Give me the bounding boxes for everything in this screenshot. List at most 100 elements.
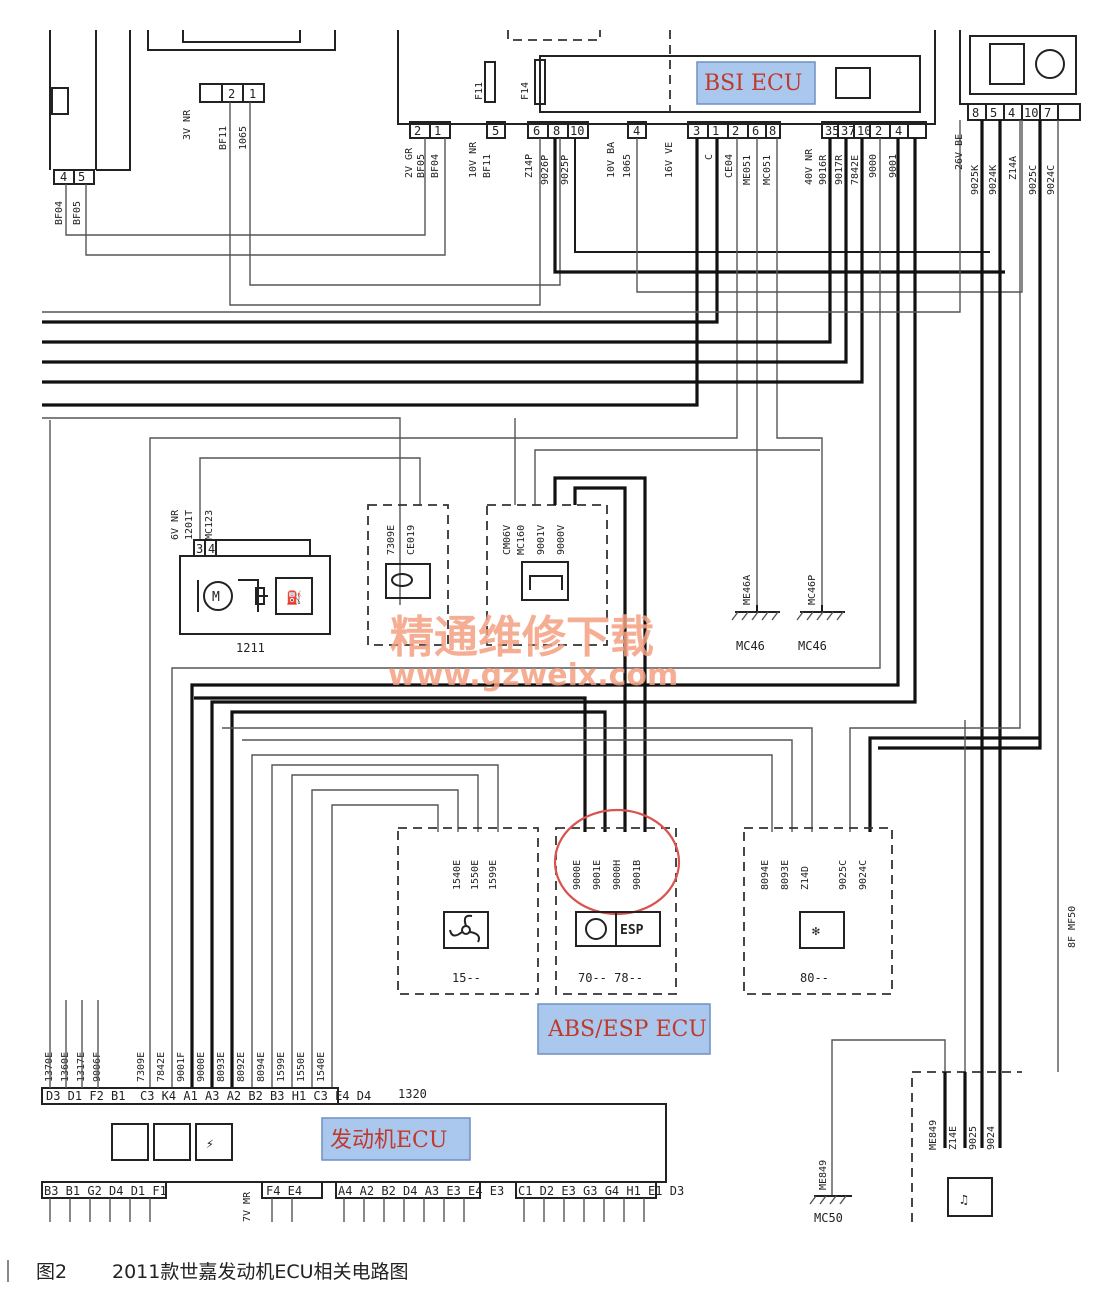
svg-text:MC051: MC051 [762,155,773,185]
climate-module: ✻ 8094E 8093E Z14D 9025C 9024C 80-- [743,827,893,995]
injector-icon [153,1123,191,1161]
svg-text:9001: 9001 [888,154,899,178]
svg-text:1540E: 1540E [452,860,463,890]
svg-text:2: 2 [875,124,882,138]
svg-text:15--: 15-- [452,971,481,985]
svg-text:10: 10 [857,124,871,138]
svg-text:3: 3 [693,124,700,138]
svg-text:5: 5 [492,124,499,138]
svg-text:1599E: 1599E [488,860,499,890]
snowflake-icon [799,911,845,949]
svg-text:1: 1 [434,124,441,138]
svg-text:9025C: 9025C [1028,165,1039,195]
svg-text:1201T: 1201T [184,510,195,540]
svg-text:5: 5 [990,106,997,120]
engine-bus [194,696,813,1088]
figure-number: 图2 [36,1261,67,1283]
svg-text:F4 E4: F4 E4 [266,1184,302,1198]
svg-text:9024K: 9024K [988,165,999,195]
svg-text:7V MR: 7V MR [242,1191,253,1222]
figure-caption: 2011款世嘉发动机ECU相关电路图 [112,1261,409,1283]
svg-text:2: 2 [414,124,421,138]
svg-text:26V BE: 26V BE [954,134,965,170]
bsi-ecu-label: BSI ECU [704,71,802,96]
svg-text:7: 7 [1044,106,1051,120]
svg-text:9000E: 9000E [196,1052,207,1082]
svg-text:10V BA: 10V BA [606,142,617,178]
svg-text:9017R: 9017R [834,154,845,185]
svg-text:4: 4 [633,124,640,138]
svg-text:1065: 1065 [622,154,633,178]
svg-text:70-- 78--: 70-- 78-- [578,971,643,985]
svg-text:C3 K4 A1 A3 A2 B2 B3 H1 C3 E4: C3 K4 A1 A3 A2 B2 B3 H1 C3 E4 D4 [140,1089,371,1103]
svg-text:Z14P: Z14P [524,154,535,178]
svg-text:ME051: ME051 [742,155,753,185]
svg-text:1065: 1065 [238,126,249,150]
svg-text:1599E: 1599E [276,1052,287,1082]
svg-text:2: 2 [732,124,739,138]
engine-ecu-label: 发动机ECU [330,1128,447,1153]
svg-text:ME46A: ME46A [742,575,753,605]
svg-text:MC46: MC46 [798,639,827,653]
svg-text:ESP: ESP [620,923,644,938]
svg-text:9000E: 9000E [572,860,583,890]
svg-text:8: 8 [553,124,560,138]
top-left-module-frame [147,30,336,51]
svg-text:⛽: ⛽ [286,590,302,606]
svg-text:C1 D2 E3 G3 G4 H1 E1 D3: C1 D2 E3 G3 G4 H1 E1 D3 [518,1184,684,1198]
svg-text:8093E: 8093E [216,1052,227,1082]
svg-text:10: 10 [570,124,584,138]
svg-text:9025: 9025 [968,1126,979,1150]
svg-text:1550E: 1550E [470,860,481,890]
bsi-ecu-label-box [696,61,816,105]
abs-esp-ecu-label: ABS/ESP ECU [547,1017,707,1042]
svg-text:⚡: ⚡ [206,1137,214,1152]
svg-text:C: C [704,154,715,160]
sensor-module-2: CM06V MC160 9001V 9000V [486,504,608,646]
svg-text:9025K: 9025K [970,165,981,195]
svg-text:ME849: ME849 [928,1120,939,1150]
svg-text:6: 6 [752,124,759,138]
svg-text:1: 1 [249,87,256,101]
svg-text:2V GR: 2V GR [404,147,415,178]
svg-text:Z14D: Z14D [800,866,811,890]
bsi-frame [397,30,936,125]
svg-text:MC46: MC46 [736,639,765,653]
svg-text:ME849: ME849 [818,1160,829,1190]
svg-text:4: 4 [1008,106,1015,120]
svg-text:5: 5 [78,170,85,184]
top-right-module-frame [959,30,1080,105]
svg-text:9000V: 9000V [556,525,567,555]
svg-text:CE04: CE04 [724,154,735,178]
engine-ecu: D3 D1 F2 B1 C3 K4 A1 A3 A2 B2 B3 H1 C3 E… [41,1087,684,1222]
abs-esp-ecu-label-box [537,1003,711,1055]
bottom-right-module: ME849 MC50 ME849 Z14E 9025 9024 ♫ [809,1039,1022,1225]
audio-icon [947,1177,993,1217]
fuel-pump-icon [275,577,313,615]
engine-ecu-label-box [321,1117,471,1161]
svg-text:8094E: 8094E [760,860,771,890]
svg-text:6: 6 [533,124,540,138]
fan-icon [443,911,489,949]
svg-text:BF05: BF05 [416,154,427,178]
svg-text:A4 A2 B2 D4 A3 E3 E4 E3: A4 A2 B2 D4 A3 E3 E4 E3 [338,1184,504,1198]
right-vertical-label: 8F MF50 [1067,906,1078,948]
svg-text:1540E: 1540E [316,1052,327,1082]
svg-text:7309E: 7309E [136,1052,147,1082]
svg-text:MC46P: MC46P [807,575,818,605]
svg-text:9016R: 9016R [818,154,829,185]
svg-text:8: 8 [769,124,776,138]
svg-text:✻: ✻ [812,924,820,939]
svg-text:8: 8 [972,106,979,120]
svg-text:1320: 1320 [398,1087,427,1101]
svg-text:80--: 80-- [800,971,829,985]
svg-text:F14: F14 [520,82,531,100]
svg-text:9024C: 9024C [1046,165,1057,195]
svg-text:3V NR: 3V NR [182,109,193,140]
svg-text:10: 10 [1024,106,1038,120]
ground-symbols: MC46 ME46A MC46 MC46P [731,575,845,653]
svg-text:1: 1 [712,124,719,138]
